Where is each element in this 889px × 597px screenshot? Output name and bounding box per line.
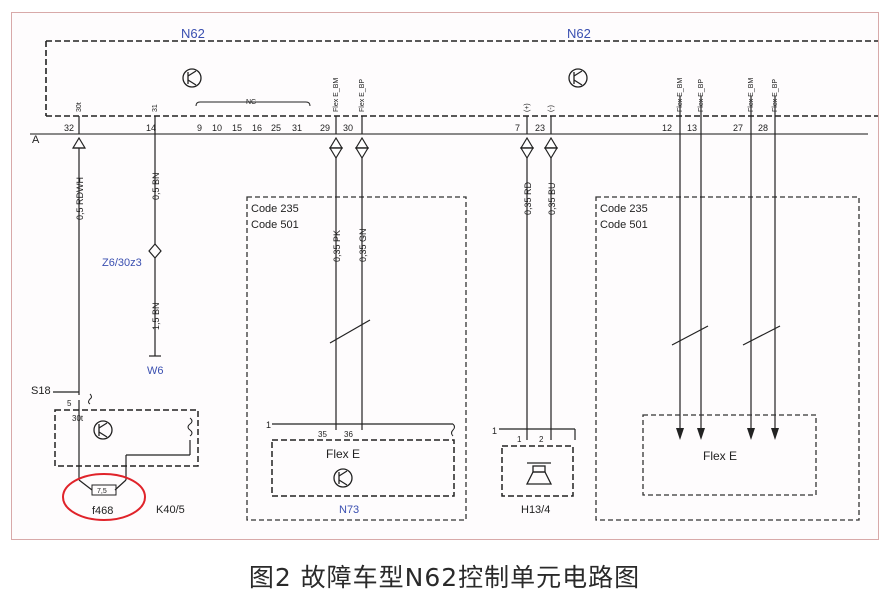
pin-number: 25: [271, 123, 281, 133]
diagram-frame: [11, 12, 879, 540]
relay-transistor-icon: [93, 420, 113, 440]
pin-number: 9: [197, 123, 202, 133]
wire-label: 0,35 BU: [547, 182, 557, 215]
relay-coil-icon: [187, 417, 193, 437]
pin-label: 31: [152, 104, 159, 112]
pin-number: 27: [733, 123, 743, 133]
n62-right-label: N62: [567, 26, 591, 41]
pin-number: 10: [212, 123, 222, 133]
fuse-icon: [91, 484, 117, 496]
figure-caption: 图2 故障车型N62控制单元电路图: [248, 563, 641, 592]
side-marker: 1: [266, 420, 271, 430]
flex-label: Flex E: [703, 449, 737, 463]
pin-number: 30: [343, 123, 353, 133]
pin-label: (-): [548, 105, 555, 112]
h13-label: H13/4: [521, 504, 550, 516]
code-label: Code 235: [600, 203, 648, 215]
pin-label: 30t: [76, 102, 83, 112]
fuse-highlight-ring: [62, 473, 146, 521]
h13-box: [501, 445, 574, 497]
pin-number: 7: [515, 123, 520, 133]
z6-label: Z6/30z3: [102, 257, 142, 269]
wire-label: 0,35 RD: [523, 181, 533, 215]
side-marker: 1: [492, 426, 497, 436]
pin-label: Flex E_BP: [772, 79, 779, 112]
pin-number: 12: [662, 123, 672, 133]
code-box-left: [246, 196, 467, 521]
pin-number: 32: [64, 123, 74, 133]
pin-number: 29: [320, 123, 330, 133]
nc-bracket: [195, 101, 311, 107]
n73-pin: 35: [318, 430, 327, 439]
pin-number: 15: [232, 123, 242, 133]
wire-label: 0,35 PK: [332, 230, 342, 262]
transistor-icon-left: [182, 68, 202, 88]
k40-pin-30t: 30t: [72, 414, 84, 423]
flex-box-right: [642, 414, 817, 496]
wire-label: 0,5 BN: [151, 172, 161, 200]
wire-label: 0,35 GN: [358, 228, 368, 262]
pin-label: Flex E_BP: [698, 79, 705, 112]
coil-icon: [451, 423, 455, 437]
pin-number: 28: [758, 123, 768, 133]
pin-label: Flex E_BP: [359, 79, 366, 112]
fuse-label: f468: [92, 505, 113, 517]
pin-label: Flex E_BM: [677, 78, 684, 112]
n73-label: N73: [339, 504, 359, 516]
n73-transistor-icon: [333, 468, 353, 488]
k40-pin-5: 5: [67, 399, 72, 408]
fuse-value: 7,5: [97, 488, 107, 495]
rail-label: A: [32, 134, 40, 146]
w6-label: W6: [147, 365, 164, 377]
pin-number: 31: [292, 123, 302, 133]
n73-box: [271, 439, 455, 497]
pin-number: 16: [252, 123, 262, 133]
k40-label: K40/5: [156, 504, 185, 516]
code-label: Code 501: [600, 219, 648, 231]
wire-label: 0,5 RDWH: [75, 177, 85, 220]
pin-label: (+): [524, 103, 531, 112]
transistor-icon-right: [568, 68, 588, 88]
speaker-icon: [525, 462, 553, 485]
wiring-diagram: N62 N62 NC A 32 14 9 10 15 16 25 31 29 3…: [30, 26, 878, 521]
code-box-right: [595, 196, 860, 521]
pin-label: Flex E_BM: [748, 78, 755, 112]
flex-label: Flex E: [326, 447, 360, 461]
n62-left-label: N62: [181, 26, 205, 41]
pin-number: 23: [535, 123, 545, 133]
pin-number: 14: [146, 123, 156, 133]
code-label: Code 501: [251, 219, 299, 231]
h13-pin: 2: [539, 435, 544, 444]
n73-pin: 36: [344, 430, 353, 439]
wire-label: 1,5 BN: [151, 302, 161, 330]
pin-label: Flex E_BM: [333, 78, 340, 112]
s18-label: S18: [31, 385, 51, 397]
h13-pin: 1: [517, 435, 522, 444]
pin-number: 13: [687, 123, 697, 133]
nc-label: NC: [246, 99, 256, 106]
coil-icon: [88, 393, 92, 405]
code-label: Code 235: [251, 203, 299, 215]
